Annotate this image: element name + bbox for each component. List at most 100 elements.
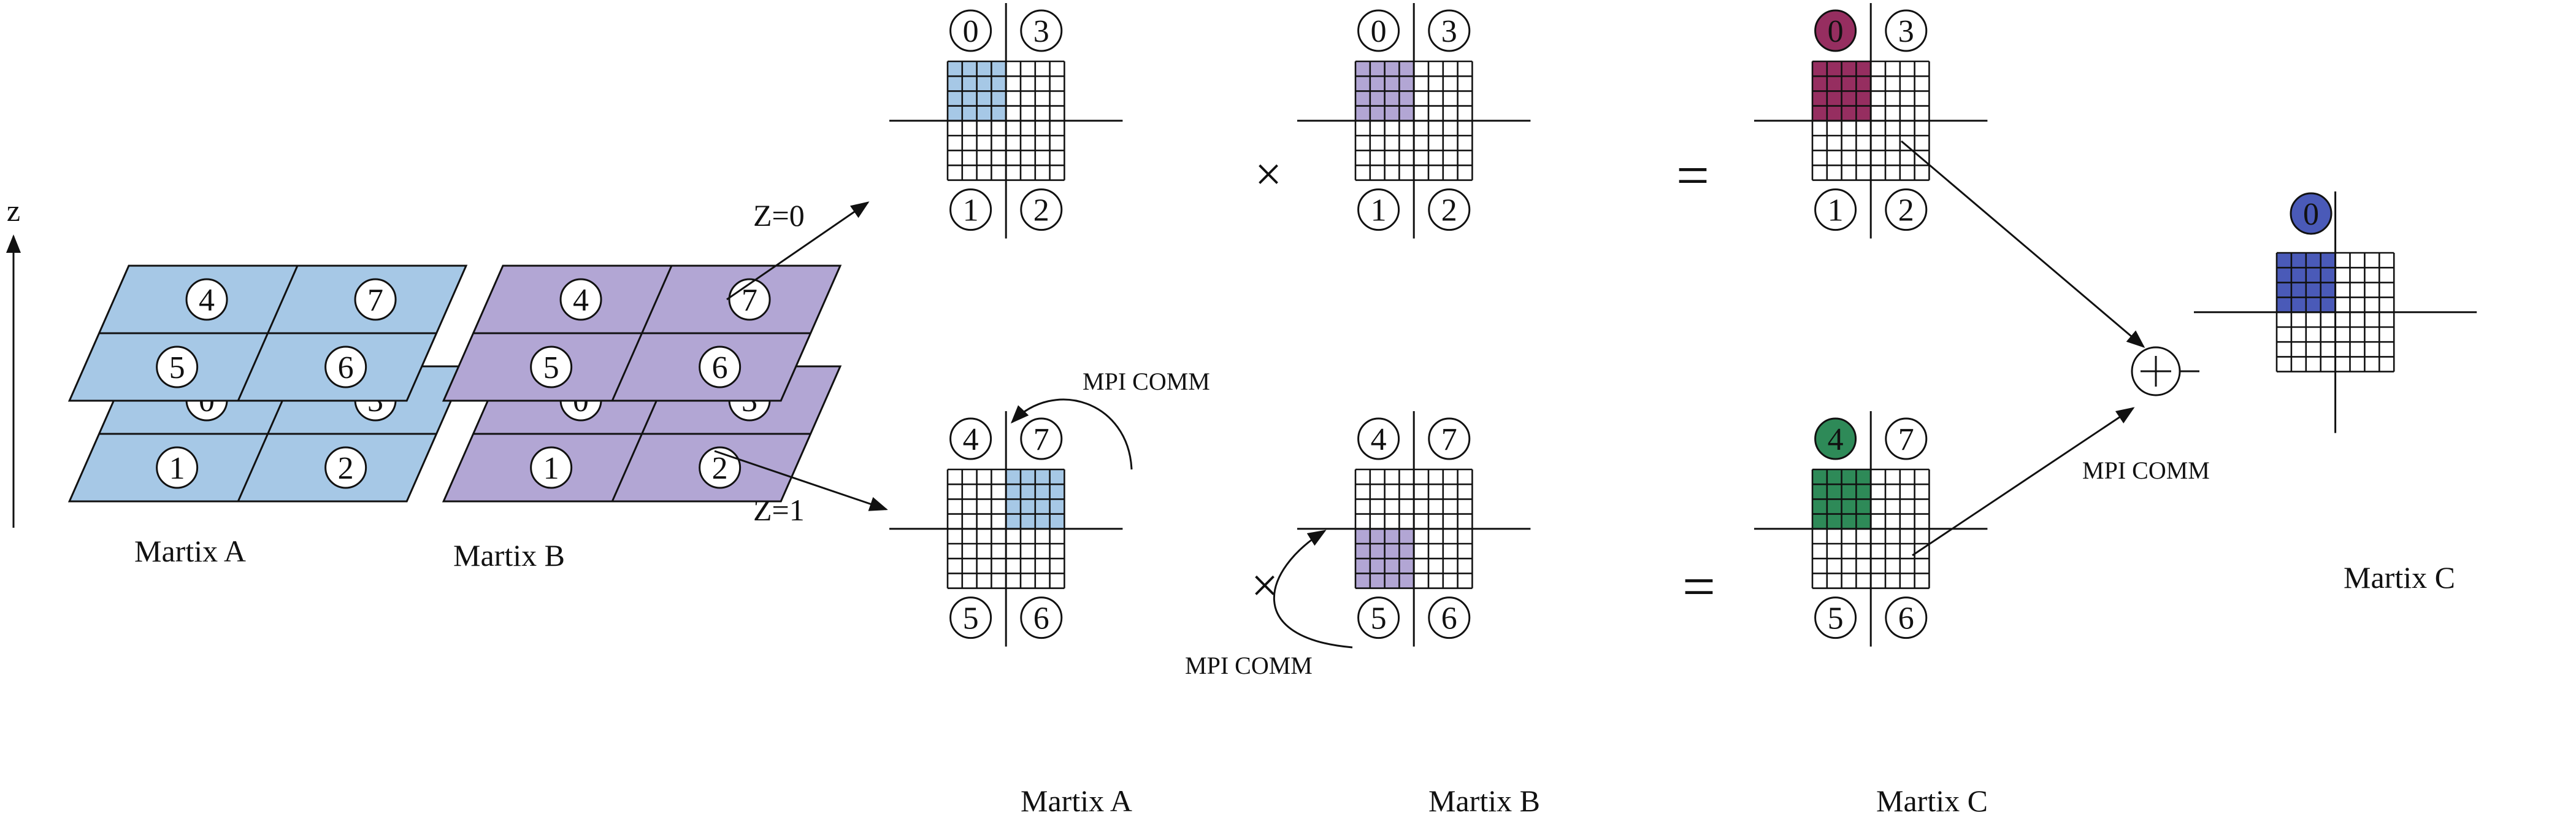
label-result-c: Martix C <box>2344 560 2455 595</box>
stack-b-lower-cell-2-badge: 2 <box>699 446 742 489</box>
z1-matrix-a-badge-6-text: 6 <box>1033 601 1049 636</box>
result-badge-text: 0 <box>2303 197 2319 232</box>
label-matrix-a: Martix A <box>1021 784 1132 818</box>
a-shift-arrow <box>1010 398 1133 470</box>
stack-b-upper-cell-4-badge: 4 <box>559 278 602 321</box>
a-shift-label: MPI COMM <box>1083 368 1210 395</box>
z0-matrix-a-badge-1: 1 <box>949 188 992 231</box>
z1-matrix-b: 4 7 5 6 <box>1297 411 1531 647</box>
equals-operator-z1: = <box>1682 554 1715 619</box>
comm-arrows: MPI COMM MPI COMM MPI COMM <box>1010 140 2210 679</box>
z1-matrix-a-badge-7-text: 7 <box>1033 422 1049 457</box>
c-reduce-arrow-z0 <box>1901 140 2145 348</box>
z0-matrix-c-badge-3: 3 <box>1885 9 1928 52</box>
z0-matrix-b-badge-3-text: 3 <box>1441 14 1457 49</box>
z1-matrix-c-badge-5-text: 5 <box>1828 601 1844 636</box>
z-axis-label: z <box>7 193 20 228</box>
stack-a-upper-cell-6-badge-text: 6 <box>338 350 354 385</box>
z1-matrix-c-badge-4-text: 4 <box>1828 422 1844 457</box>
stack-b-upper-cell-5-badge-text: 5 <box>543 350 559 385</box>
z0-matrix-b-badge-2: 2 <box>1428 188 1471 231</box>
z0-matrix-c-badge-2: 2 <box>1885 188 1928 231</box>
z0-matrix-c: 0 3 1 2 <box>1754 3 1988 239</box>
z1-matrix-a-badge-5-text: 5 <box>963 601 979 636</box>
z1-matrix-b-badge-6-text: 6 <box>1441 601 1457 636</box>
stack-a-lower-cell-1-badge: 1 <box>156 446 199 489</box>
layer-arrows: Z=0 Z=1 <box>714 198 888 527</box>
z0-matrix-b-badge-1: 1 <box>1357 188 1400 231</box>
stack-b-upper-cell-6-badge-text: 6 <box>712 350 728 385</box>
z0-matrix-a-badge-2-text: 2 <box>1033 193 1049 228</box>
z1-matrix-c-badge-6: 6 <box>1885 596 1928 639</box>
z0-matrix-a-badge-3-text: 3 <box>1033 14 1049 49</box>
stack-a-upper-cell-4-badge-text: 4 <box>199 283 215 318</box>
equals-operator-z0: = <box>1676 142 1709 208</box>
z1-matrix-b-badge-7-text: 7 <box>1441 422 1457 457</box>
z1-arrow <box>714 450 888 511</box>
stack-a-upper-cell-6-badge: 6 <box>324 345 367 388</box>
operators: × × = = <box>1251 142 1715 619</box>
b-shift-arrow <box>1273 530 1353 649</box>
z0-matrix-c-badge-0-text: 0 <box>1828 14 1844 49</box>
z0-matrix-c-badge-1-text: 1 <box>1828 193 1844 228</box>
z1-matrix-b-badge-5-text: 5 <box>1371 601 1387 636</box>
z1-matrix-a-badge-6: 6 <box>1020 596 1063 639</box>
stack-a-upper-cell-4-badge: 4 <box>185 278 228 321</box>
label-matrix-b: Martix B <box>1428 784 1540 818</box>
grid-matrices: 0 3 1 2 0 3 1 2 0 3 1 2 4 7 5 6 4 7 5 6 4 7 5 6 0 <box>889 3 2477 647</box>
stack-a-lower-cell-1-badge-text: 1 <box>169 451 185 486</box>
matrix-labels: Martix A Martix B Martix C Martix C <box>1021 560 2455 818</box>
z1-matrix-a-badge-7: 7 <box>1020 417 1063 460</box>
stack-a-lower-cell-2-badge: 2 <box>324 446 367 489</box>
stack-b-lower-cell-2-badge-text: 2 <box>712 451 728 486</box>
z1-matrix-b-badge-5: 5 <box>1357 596 1400 639</box>
z1-matrix-b-badge-7: 7 <box>1428 417 1471 460</box>
z1-matrix-c-badge-4: 4 <box>1814 417 1857 460</box>
z0-matrix-c-badge-0: 0 <box>1814 9 1857 52</box>
z0-matrix-c-badge-2-text: 2 <box>1898 193 1914 228</box>
z1-matrix-a-badge-4: 4 <box>949 417 992 460</box>
times-operator-z0: × <box>1255 147 1282 201</box>
z0-matrix-b-badge-2-text: 2 <box>1441 193 1457 228</box>
stack-a-upper-cell-5-badge-text: 5 <box>169 350 185 385</box>
z0-matrix-b-badge-1-text: 1 <box>1371 193 1387 228</box>
stack-a-upper-cell-7-badge: 7 <box>354 278 397 321</box>
z1-matrix-b-badge-4: 4 <box>1357 417 1400 460</box>
z0-matrix-a-badge-0-text: 0 <box>963 14 979 49</box>
b-shift-label: MPI COMM <box>1185 652 1313 679</box>
stack-b-upper-cell-4-badge-text: 4 <box>573 283 589 318</box>
z1-matrix-c-badge-6-text: 6 <box>1898 601 1914 636</box>
z1-matrix-a-badge-4-text: 4 <box>963 422 979 457</box>
z1-matrix-c: 4 7 5 6 <box>1754 411 1988 647</box>
stack-b-upper-cell-7-badge: 7 <box>728 278 771 321</box>
z1-label: Z=1 <box>753 493 805 527</box>
stack-b-lower-cell-1-badge: 1 <box>530 446 573 489</box>
result-badge: 0 <box>2290 192 2333 235</box>
z0-matrix-c-badge-1: 1 <box>1814 188 1857 231</box>
z0-matrix-a-badge-3: 3 <box>1020 9 1063 52</box>
stack-a-lower-cell-2-badge-text: 2 <box>338 451 354 486</box>
z0-matrix-b-badge-0-text: 0 <box>1371 14 1387 49</box>
z0-matrix-a-badge-2: 2 <box>1020 188 1063 231</box>
stack-b-upper-cell-5-badge: 5 <box>530 345 573 388</box>
z0-matrix-a-badge-0: 0 <box>949 9 992 52</box>
z-axis: z <box>6 193 21 528</box>
label-matrix-c: Martix C <box>1876 784 1988 818</box>
stack-a-upper-cell-5-badge: 5 <box>156 345 199 388</box>
z1-matrix-a: 4 7 5 6 <box>889 411 1123 647</box>
z1-matrix-c-badge-7-text: 7 <box>1898 422 1914 457</box>
z0-label: Z=0 <box>753 198 805 233</box>
z0-arrow <box>726 201 870 301</box>
stack-b-label: Martix B <box>453 538 565 573</box>
stack-b-upper-cell-7-badge-text: 7 <box>742 283 757 318</box>
z0-matrix-b-badge-0: 0 <box>1357 9 1400 52</box>
z0-matrix-b: 0 3 1 2 <box>1297 3 1531 239</box>
stack-a-upper-cell-7-badge-text: 7 <box>367 283 383 318</box>
c-reduce-arrow-z1 <box>1912 407 2135 557</box>
z1-matrix-a-badge-5: 5 <box>949 596 992 639</box>
z0-matrix-a: 0 3 1 2 <box>889 3 1123 239</box>
